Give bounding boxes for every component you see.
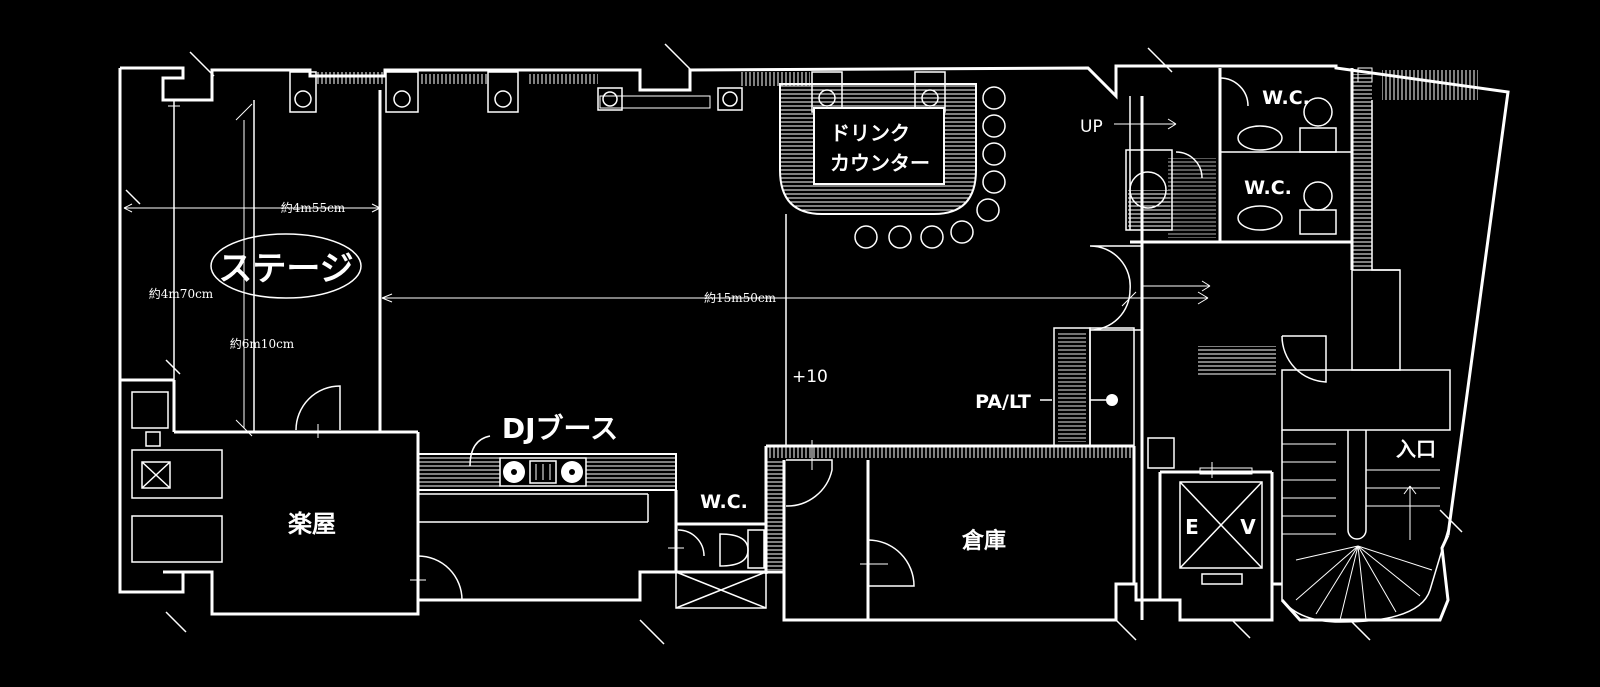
window-strip xyxy=(316,72,810,109)
bar-stools xyxy=(854,86,1006,249)
wc-label-upper: W.C. xyxy=(1262,87,1310,109)
drink-counter-label-1: ドリンク xyxy=(830,121,910,145)
hall-dimension xyxy=(381,291,1209,305)
hall-length-dim: 約15m50cm xyxy=(704,290,777,305)
door-right-corridor xyxy=(1281,335,1327,383)
dressing-room-label: 楽屋 xyxy=(288,510,336,538)
entrance-label: 入口 xyxy=(1396,437,1436,461)
vent-grille xyxy=(1198,346,1276,376)
elevator-v-label: V xyxy=(1240,515,1256,539)
dj-booth-label: DJブース xyxy=(502,412,618,445)
right-stair xyxy=(1281,67,1478,431)
elevator xyxy=(1147,437,1274,600)
wc-label-lower: W.C. xyxy=(700,491,748,513)
stage-area xyxy=(123,90,382,437)
structure-ticks xyxy=(125,43,1463,645)
storage-wall xyxy=(764,440,1136,620)
wc-lower xyxy=(668,490,767,609)
stage-depth-dim: 約4m70cm xyxy=(149,286,214,301)
storage-label: 倉庫 xyxy=(961,528,1006,554)
pa-lt-booth xyxy=(1040,327,1135,447)
pa-lt-label: PA/LT xyxy=(975,391,1031,413)
dressing-room xyxy=(120,378,463,614)
dj-booth xyxy=(416,435,677,540)
stage-oval xyxy=(210,233,362,299)
door-hall-right xyxy=(1089,245,1211,331)
stage-label: ステージ xyxy=(218,249,353,289)
up-label: UP xyxy=(1080,117,1103,137)
drink-counter xyxy=(779,83,977,446)
stage-width-dim: 約4m55cm xyxy=(281,200,346,215)
level-label: +10 xyxy=(792,367,828,387)
stage-line-dim: 約6m10cm xyxy=(230,336,295,351)
elevator-e-label: E xyxy=(1185,515,1199,539)
entrance-stair xyxy=(1281,430,1449,623)
wc-upper xyxy=(1168,77,1352,238)
wc-label-middle: W.C. xyxy=(1244,177,1292,199)
drink-counter-label-2: カウンター xyxy=(830,151,930,175)
